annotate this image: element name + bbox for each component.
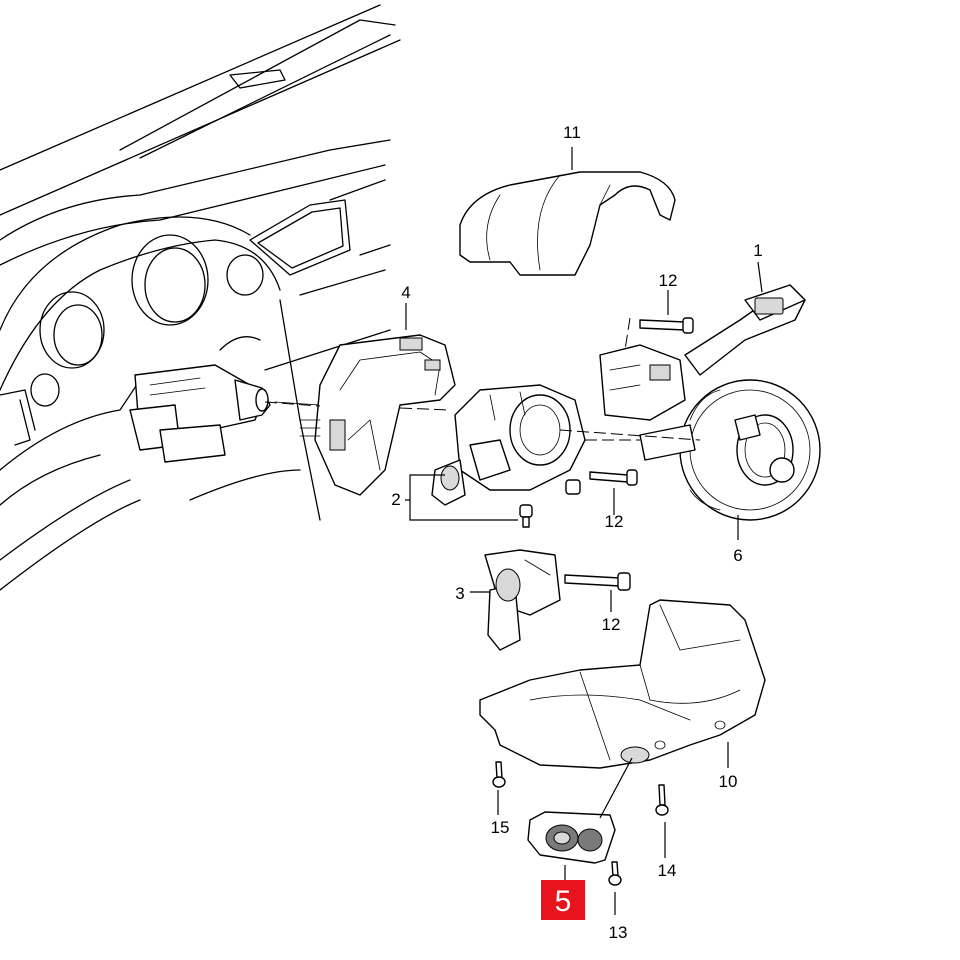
callout-10: 10 [719,772,738,791]
callout-labels: 11 1 4 12 2 12 6 3 12 10 15 14 13 [391,123,762,942]
screw-14 [655,784,669,816]
screw-12-middle [589,469,638,486]
callout-6: 6 [733,546,742,565]
callout-5: 5 [555,885,572,918]
callout-12-lower: 12 [602,615,621,634]
callout-2: 2 [391,490,400,509]
callout-12-middle: 12 [605,512,624,531]
highlighted-callout-5: 5 [541,880,585,920]
callout-13: 13 [609,923,628,942]
callout-4: 4 [401,283,410,302]
callout-11: 11 [563,123,581,142]
screw-12-upper [639,317,694,334]
dashboard-outline [0,4,401,591]
part-11-upper-trim [459,171,676,276]
leader-lines [405,147,763,915]
part-10-lower-trim [479,599,766,769]
callout-1: 1 [753,241,762,260]
part-4-electronics-module [299,334,456,496]
part-6-clock-spring [639,379,821,521]
steering-column-stub [129,364,321,463]
callout-12-upper: 12 [659,271,678,290]
screw-13 [608,861,622,886]
callout-15: 15 [491,818,510,837]
callout-14: 14 [658,861,677,880]
screw-small [519,504,533,528]
screw-15 [492,761,506,788]
part-2-lock-housing [431,384,640,506]
part-3-lock-sensor [484,549,561,651]
assembly-lines [264,317,701,441]
callout-3: 3 [455,584,464,603]
part-5-control-unit [527,811,616,864]
part-1-stalk-switch [599,284,806,421]
screw-12-lower [564,572,631,591]
highlight-box [541,880,585,920]
